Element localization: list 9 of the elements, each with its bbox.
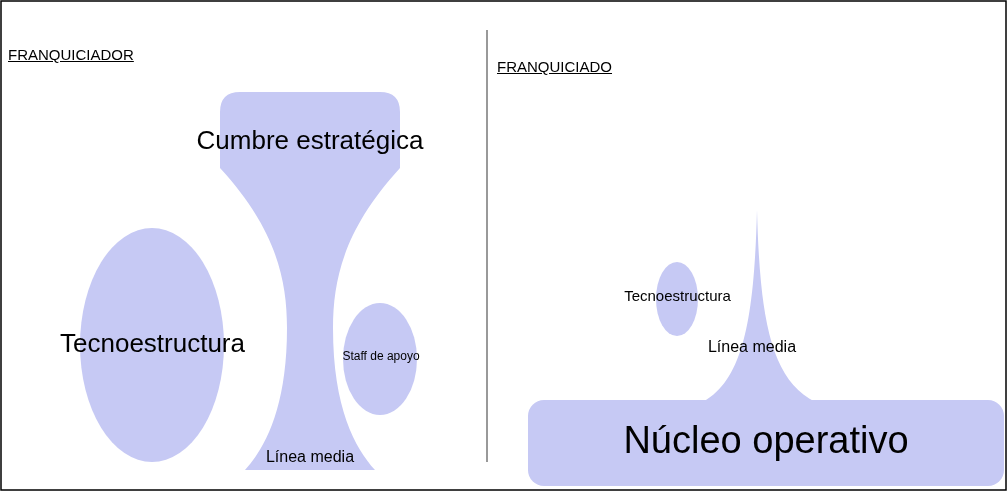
shape-label: Núcleo operativo: [623, 419, 909, 463]
panel-heading: FRANQUICIADO: [497, 58, 612, 75]
panel-heading: FRANQUICIADOR: [8, 46, 134, 63]
shape-label: Staff de apoyo: [342, 350, 420, 364]
shape-label: Línea media: [265, 448, 355, 467]
shape-label: Tecnoestructura: [60, 329, 245, 359]
shape-label: Tecnoestructura: [624, 287, 731, 305]
shape-label: Cumbre estratégica: [196, 126, 424, 156]
shape-label: Línea media: [707, 338, 797, 357]
